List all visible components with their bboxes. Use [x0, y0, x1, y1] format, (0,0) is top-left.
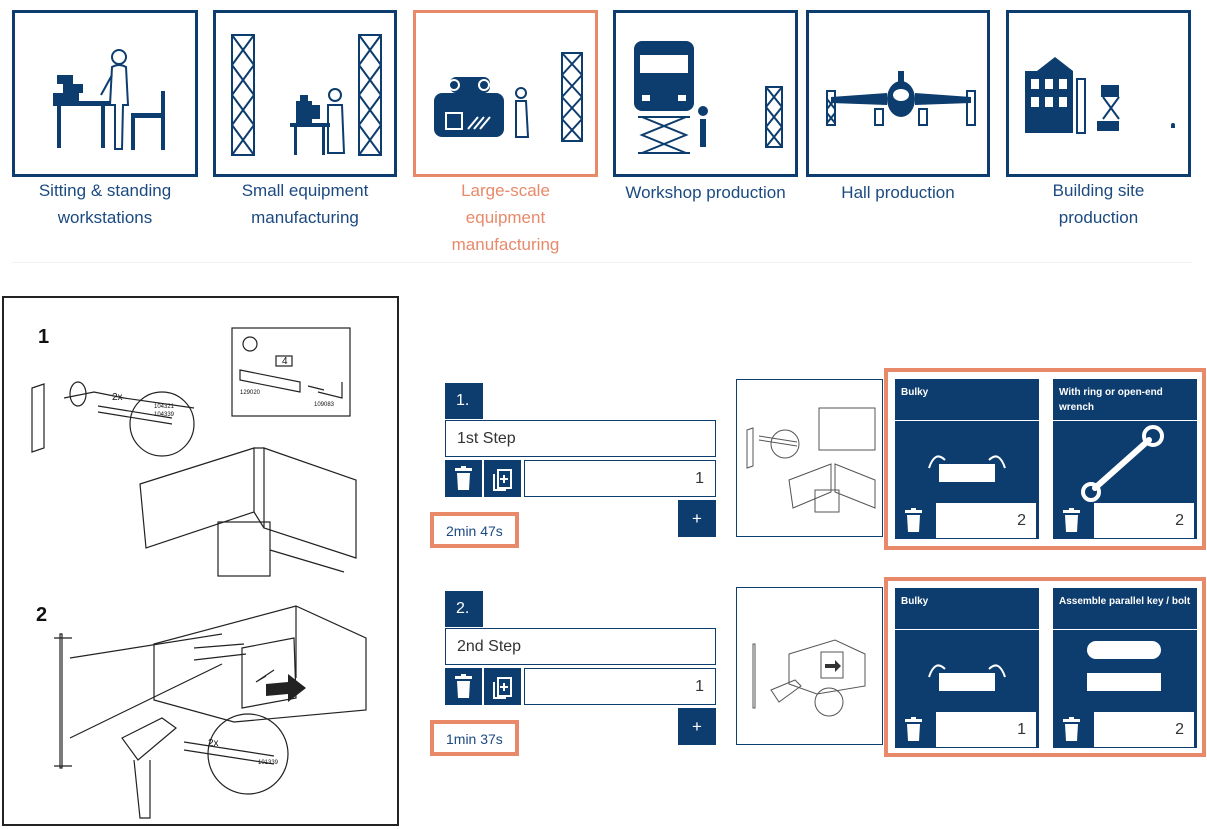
step-1-drawing [746, 407, 876, 513]
tag-count-field[interactable]: 2 [935, 502, 1037, 539]
trash-icon [1063, 508, 1080, 532]
duplicate-icon [493, 469, 512, 491]
trash-icon [455, 674, 472, 698]
step-2-duplicate-button[interactable] [484, 668, 521, 705]
step-2-name-field[interactable]: 2nd Step [445, 628, 716, 665]
step-1-quantity-field[interactable]: 1 [524, 460, 716, 497]
category-label: Workshop production [613, 179, 798, 206]
step-2-thumbnail[interactable] [736, 587, 883, 745]
instruction-step-2-number: 2 [36, 604, 48, 626]
bulky-box-icon [895, 631, 1039, 711]
inset-part-code: 129020 [240, 390, 261, 396]
wrench-icon [1053, 422, 1197, 502]
inset-part-number: 4 [282, 356, 288, 367]
category-label: Sitting & standing workstations [12, 177, 198, 231]
label-line: Workshop production [625, 183, 786, 202]
parallel-key-icon [1053, 631, 1197, 711]
category-image [806, 10, 990, 177]
instruction-step-1-number: 1 [38, 326, 50, 348]
label-line: Sitting & standing [38, 181, 172, 200]
label-line: workstations [57, 208, 153, 227]
category-image [1006, 10, 1191, 177]
step-2-tags-panel: Bulky 1 Assemble parallel key / bolt [884, 577, 1206, 757]
tag-count-field[interactable]: 1 [935, 711, 1037, 748]
assembly-drawing [31, 327, 367, 819]
inset-part-code: 109083 [314, 402, 335, 408]
part-code: 104339 [154, 412, 175, 418]
small-machine-icon [231, 34, 382, 156]
step-1-duplicate-button[interactable] [484, 460, 521, 497]
step-1-tag-bulky[interactable]: Bulky 2 [895, 379, 1039, 539]
step-1-number-badge: 1. [445, 383, 483, 419]
label-line: manufacturing [251, 208, 359, 227]
label-line: Small equipment [241, 181, 369, 200]
category-label: Large-scale equipment manufacturing [413, 177, 598, 258]
category-image [413, 10, 598, 177]
step-2-drawing [752, 639, 866, 717]
step-2-tag-parallel-key[interactable]: Assemble parallel key / bolt 2 [1053, 588, 1197, 748]
category-image [213, 10, 397, 177]
label-line: manufacturing [451, 235, 560, 254]
tag-title: Bulky [895, 588, 1039, 630]
airplane-icon [826, 71, 976, 126]
category-image [613, 10, 798, 177]
label-line: Hall production [841, 183, 955, 202]
tag-count-field[interactable]: 2 [1093, 711, 1195, 748]
step-1-tag-wrench[interactable]: With ring or open-end wrench 2 [1053, 379, 1197, 539]
label-line: Building site [1052, 181, 1145, 200]
part-quantity: 2x [208, 738, 219, 749]
train-on-lift-icon [634, 41, 783, 154]
step-1-add-button[interactable]: + [678, 500, 716, 537]
label-line: production [1058, 208, 1139, 227]
person-at-workbench-icon [53, 49, 165, 150]
building-icon [1025, 57, 1175, 134]
step-1-tags-panel: Bulky 2 With ring or open-end wrench [884, 368, 1206, 550]
tag-delete-button[interactable] [895, 711, 932, 748]
tag-delete-button[interactable] [895, 502, 932, 539]
label-line: equipment [465, 208, 546, 227]
category-image [12, 10, 198, 177]
assembly-instructions-image: 1 2 4 129020 109083 2x 104321 104339 2x … [2, 296, 399, 826]
trash-icon [905, 508, 922, 532]
step-1-thumbnail[interactable] [736, 379, 883, 537]
tag-count-field[interactable]: 2 [1093, 502, 1195, 539]
step-2-quantity-field[interactable]: 1 [524, 668, 716, 705]
step-2-tag-bulky[interactable]: Bulky 1 [895, 588, 1039, 748]
section-divider [12, 262, 1192, 263]
step-1-name-field[interactable]: 1st Step [445, 420, 716, 457]
duplicate-icon [493, 677, 512, 699]
step-1-delete-button[interactable] [445, 460, 482, 497]
step-2-number-badge: 2. [445, 591, 483, 627]
step-1-time-badge: 2min 47s [430, 512, 519, 548]
category-label: Building site production [1006, 177, 1191, 231]
part-quantity: 2x [112, 392, 123, 403]
bulky-box-icon [895, 422, 1039, 502]
category-label: Small equipment manufacturing [213, 177, 397, 231]
step-2-time-badge: 1min 37s [430, 720, 519, 756]
trash-icon [455, 466, 472, 490]
tag-title: With ring or open-end wrench [1053, 379, 1197, 421]
step-2-add-button[interactable]: + [678, 708, 716, 745]
trash-icon [1063, 717, 1080, 741]
trash-icon [905, 717, 922, 741]
large-machine-icon [434, 52, 583, 142]
tag-title: Assemble parallel key / bolt [1053, 588, 1197, 630]
tag-title: Bulky [895, 379, 1039, 421]
label-line: Large-scale [461, 181, 550, 200]
tag-delete-button[interactable] [1053, 711, 1090, 748]
tag-delete-button[interactable] [1053, 502, 1090, 539]
category-label: Hall production [806, 179, 990, 206]
step-2-delete-button[interactable] [445, 668, 482, 705]
part-code: 104321 [154, 404, 175, 410]
